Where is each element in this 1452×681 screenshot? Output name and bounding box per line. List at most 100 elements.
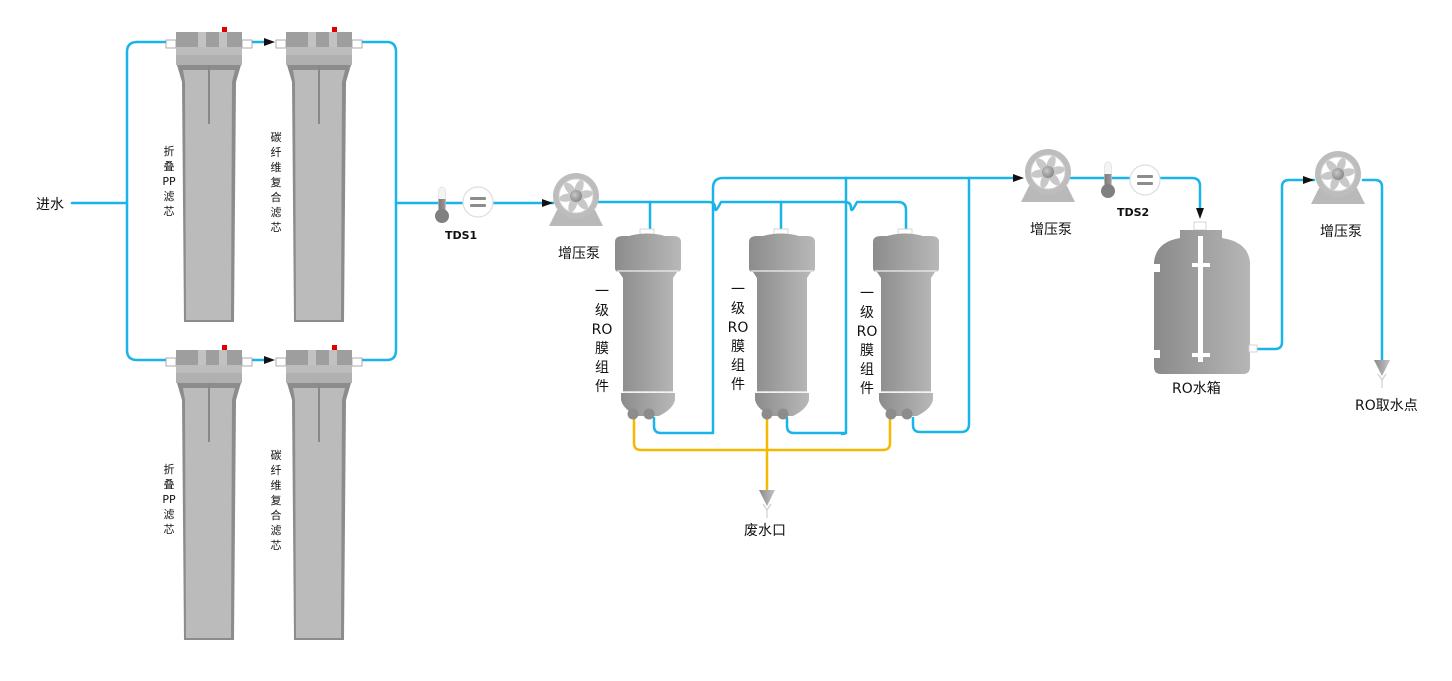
- waste-outlet-label: 废水口: [744, 523, 786, 539]
- label-char: 叠: [164, 160, 175, 173]
- flow-arrow: [1303, 176, 1314, 184]
- pump-1-label: 增压泵: [558, 246, 600, 262]
- label-char: 维: [271, 161, 282, 174]
- pipe-tank-out: [1250, 178, 1316, 351]
- label-char: 组: [731, 358, 745, 374]
- label-char: 滤: [271, 524, 282, 537]
- thermometer-icon: [434, 186, 450, 224]
- ro-water-tank[interactable]: [1154, 221, 1258, 374]
- drain-header: [632, 418, 892, 452]
- label-char: RO: [728, 320, 749, 336]
- label-char: 芯: [271, 538, 282, 552]
- ro-outlet-label: RO取水点: [1355, 398, 1418, 414]
- label-char: 折: [164, 462, 175, 476]
- ro-module-2[interactable]: [748, 228, 816, 421]
- label-char: PP: [162, 175, 176, 188]
- label-char: 芯: [271, 220, 282, 234]
- label-char: 级: [731, 301, 745, 317]
- pipe-product-ro2: [840, 176, 848, 436]
- label-char: 级: [860, 305, 874, 321]
- label-char: 合: [271, 508, 282, 522]
- pump-icon: [548, 172, 604, 227]
- label-char: 组: [860, 362, 874, 378]
- ro-tank-label: RO水箱: [1172, 381, 1221, 397]
- label-char: 级: [595, 303, 609, 319]
- tank-level-rod: [1198, 236, 1203, 362]
- carbon-filter-housing[interactable]: [275, 26, 363, 323]
- flow-gauge-icon: [462, 186, 494, 218]
- water-pipes: [70, 40, 1384, 436]
- pp-filter-label: 折叠 PP 滤芯: [162, 462, 176, 536]
- label-char: 维: [271, 479, 282, 492]
- label-char: 一: [595, 284, 609, 300]
- label-char: 膜: [731, 339, 745, 355]
- label-char: 滤: [164, 508, 175, 521]
- drain-pipes: [632, 418, 892, 490]
- pp-filter-housing[interactable]: [165, 26, 253, 323]
- pump-2-label: 增压泵: [1030, 222, 1072, 238]
- label-char: 复: [271, 175, 282, 189]
- pipe-outlet-manifold: [360, 40, 398, 362]
- label-char: 一: [731, 282, 745, 298]
- label-char: 膜: [595, 341, 609, 357]
- thermometer-icon: [1100, 161, 1116, 199]
- tds1-label: TDS1: [445, 229, 477, 242]
- flow-arrow: [542, 199, 553, 207]
- pipe-product-ro3: [911, 176, 971, 434]
- filter-row-1: [165, 26, 363, 323]
- label-char: PP: [162, 493, 176, 506]
- flow-arrows: [264, 38, 1314, 364]
- pp-filter-label: 折叠 PP 滤芯: [162, 144, 176, 218]
- label-char: 件: [595, 379, 609, 395]
- label-char: 滤: [271, 206, 282, 219]
- label-char: RO: [857, 324, 878, 340]
- pipe-return-ro1: [652, 416, 715, 435]
- label-char: 合: [271, 190, 282, 204]
- label-char: 件: [860, 381, 874, 397]
- booster-pump-2[interactable]: [1020, 148, 1076, 203]
- tds2-sensor[interactable]: [1100, 161, 1161, 199]
- label-char: 纤: [271, 464, 282, 477]
- carbon-filter-housing[interactable]: [275, 344, 363, 641]
- pp-filter-housing[interactable]: [165, 344, 253, 641]
- label-char: 一: [860, 286, 874, 302]
- flow-gauge-icon: [1129, 164, 1161, 196]
- flow-arrow: [1196, 208, 1204, 219]
- label-char: 折: [164, 144, 175, 158]
- flow-arrow: [1013, 174, 1024, 182]
- pipe-ro-feed: [596, 200, 908, 232]
- ro-module-3[interactable]: [872, 228, 940, 421]
- flow-arrow: [264, 356, 275, 364]
- booster-pump-1[interactable]: [548, 172, 604, 227]
- tds1-sensor[interactable]: [434, 186, 494, 224]
- ro-module-1[interactable]: [614, 228, 682, 421]
- waste-outlet-funnel-icon: [758, 489, 776, 519]
- pipe-to-tank: [1069, 176, 1202, 214]
- label-char: 芯: [164, 522, 175, 536]
- booster-pump-3[interactable]: [1310, 150, 1366, 205]
- label-char: 复: [271, 493, 282, 507]
- label-char: 芯: [164, 204, 175, 218]
- label-char: 叠: [164, 478, 175, 491]
- label-char: RO: [592, 322, 613, 338]
- pipe-to-ro-outlet: [1361, 178, 1384, 362]
- ro-module-label: 一级 RO 膜组件: [857, 286, 878, 397]
- pump-3-label: 增压泵: [1320, 224, 1362, 240]
- inlet-label: 进水: [36, 197, 64, 213]
- pump-icon: [1020, 148, 1076, 203]
- ro-outlet-funnel-icon: [1373, 359, 1391, 389]
- label-char: 膜: [860, 343, 874, 359]
- pipe-return-ro2: [785, 416, 848, 435]
- pump-icon: [1310, 150, 1366, 205]
- label-char: 件: [731, 377, 745, 393]
- filter-row-2: [165, 344, 363, 641]
- label-char: 纤: [271, 146, 282, 159]
- label-char: 碳: [271, 130, 282, 144]
- label-char: 滤: [164, 190, 175, 203]
- pipe-product-header: [711, 176, 1016, 434]
- ro-module-label: 一级 RO 膜组件: [728, 282, 749, 393]
